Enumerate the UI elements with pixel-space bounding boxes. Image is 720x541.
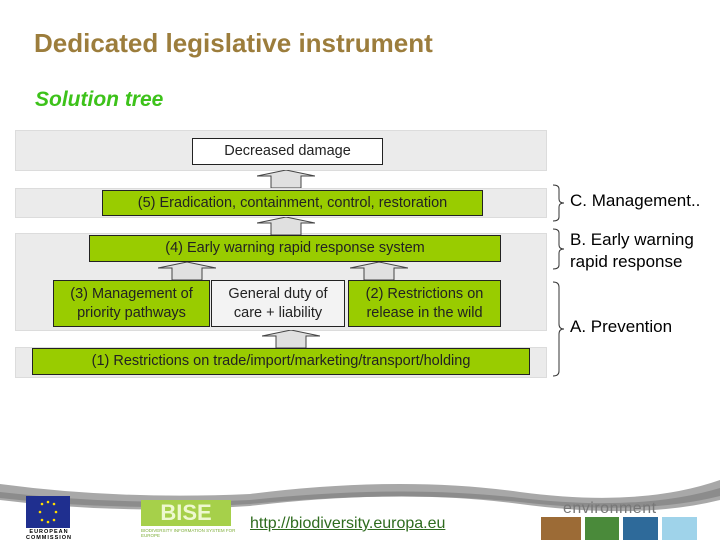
brace-icon	[553, 281, 565, 377]
up-arrow-icon	[262, 330, 320, 348]
slide-title: Dedicated legislative instrument	[34, 28, 433, 58]
step2-box: (2) Restrictions on release in the wild	[348, 280, 501, 327]
bise-logo-text: BIODIVERSITY INFORMATION SYSTEM FOR EURO…	[141, 528, 236, 538]
step5-box: (5) Eradication, containment, control, r…	[102, 190, 483, 216]
up-arrow-icon	[257, 217, 315, 235]
brace-icon	[553, 184, 565, 222]
decreased-damage-box: Decreased damage	[192, 138, 383, 165]
step1-box: (1) Restrictions on trade/import/marketi…	[32, 348, 530, 375]
environment-logo-text: environment	[563, 500, 657, 517]
environment-tile-water	[623, 517, 658, 540]
eu-flag-logo	[26, 496, 70, 528]
up-arrow-icon	[158, 262, 216, 280]
slide-subtitle: Solution tree	[35, 88, 164, 111]
label-early-warning: B. Early warning rapid response	[570, 230, 694, 271]
biodiversity-url-link[interactable]: http://biodiversity.europa.eu	[250, 515, 446, 532]
bise-logo: BISE	[141, 500, 231, 526]
ec-logo-text: EUROPEAN COMMISSION	[25, 529, 73, 541]
step4-box: (4) Early warning rapid response system	[89, 235, 501, 262]
up-arrow-icon	[350, 262, 408, 280]
label-management: C. Management..	[570, 191, 701, 210]
general-duty-box: General duty of care + liability	[211, 280, 345, 327]
environment-tile-air	[662, 517, 697, 540]
environment-tile-plant	[585, 517, 619, 540]
label-prevention: A. Prevention	[570, 317, 673, 336]
environment-tile-earth	[541, 517, 581, 540]
up-arrow-icon	[257, 170, 315, 188]
brace-icon	[553, 228, 565, 270]
step3-box: (3) Management of priority pathways	[53, 280, 210, 327]
